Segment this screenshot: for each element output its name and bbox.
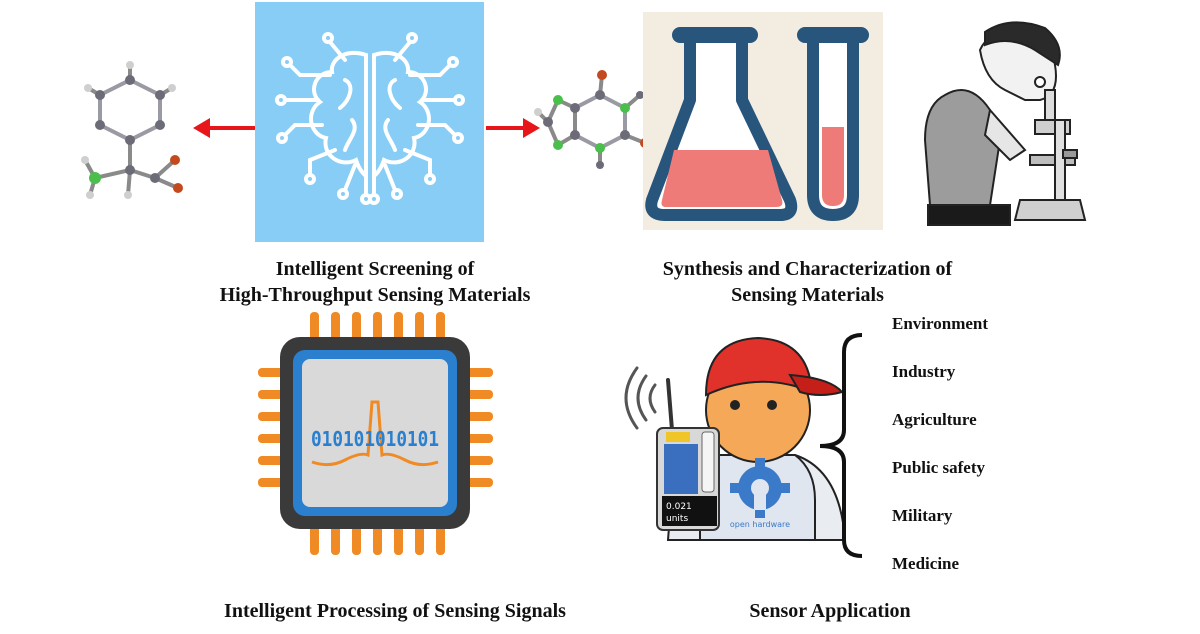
screening-label: Intelligent Screening of High-Throughput… [160,256,590,308]
right-molecule-atoms [534,70,650,169]
scientist-microscope-icon [923,21,1087,226]
application-label: Sensor Application [749,600,911,622]
shirt-text: open hardware [730,520,790,529]
right-arrow-icon [486,118,540,138]
application-item-environment: Environment [892,314,989,333]
application-item-public-safety: Public safety [892,458,986,477]
left-molecule-atoms [81,61,183,199]
device-reading-value: 0.021 [666,502,692,512]
curly-brace [819,333,863,558]
application-item-industry: Industry [892,362,956,381]
chip-core [302,359,448,507]
device-reading-unit: units [666,514,688,524]
left-arrow-icon [193,118,255,138]
sensor-device-icon [656,427,720,531]
screening-label-line2: High-Throughput Sensing Materials [219,284,531,306]
application-item-medicine: Medicine [892,554,960,573]
processing-label: Intelligent Processing of Sensing Signal… [224,600,566,622]
flask-icon [645,27,798,221]
wireless-signal-icon [624,366,674,432]
synthesis-label-line1: Synthesis and Characterization of [662,258,953,280]
test-tube-icon [797,27,869,222]
gear-icon [730,458,790,518]
synthesis-label: Synthesis and Characterization of Sensin… [610,256,1005,308]
chip-signal-wave [311,400,439,467]
application-item-military: Military [892,506,953,525]
application-item-agriculture: Agriculture [892,410,977,429]
brain-panel [255,2,484,242]
right-molecule-icon [536,74,646,165]
brain-icon [275,32,465,205]
screening-label-line1: Intelligent Screening of [275,258,475,280]
chip-binary-text: 010101010101 [311,427,439,451]
synthesis-label-line2: Sensing Materials [731,284,884,306]
